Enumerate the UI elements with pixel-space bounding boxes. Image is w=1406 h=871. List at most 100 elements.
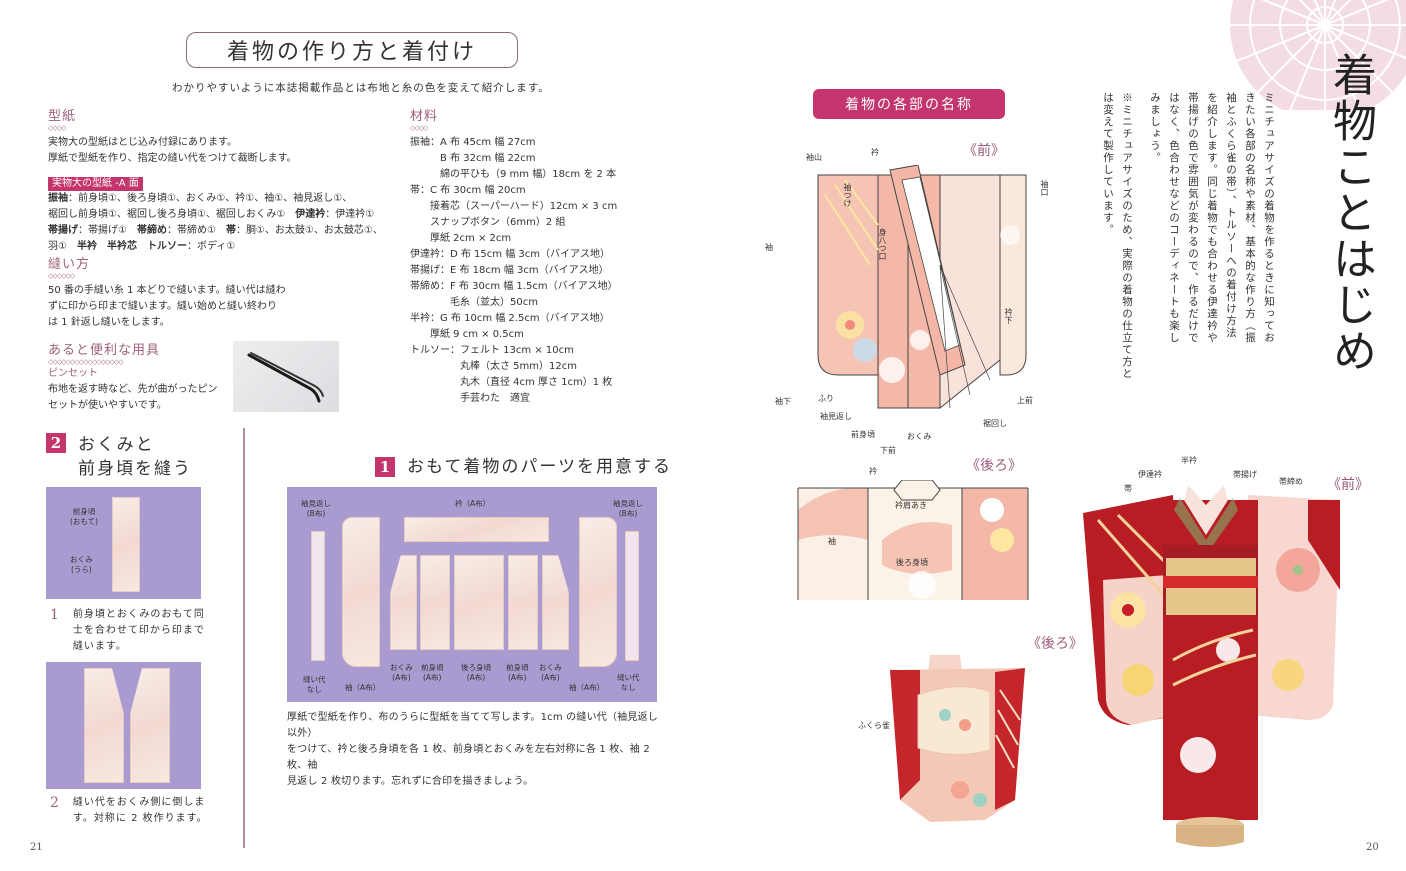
- fabric-sode-mikaeshi-right: [625, 531, 639, 661]
- diamond-ornament-icon: ◇◇◇◇◇◇◇◇◇◇◇◇◇◇◇◇◇: [48, 358, 124, 366]
- label-sode: 袖: [828, 537, 836, 546]
- label-furi: ふり: [818, 394, 834, 403]
- label-shitamae: 下前: [880, 446, 896, 455]
- photo-back-view-label: 《後ろ》: [1027, 636, 1083, 652]
- label-erishita: 衿下: [1004, 308, 1013, 324]
- step2-sub1: 1 前身頃とおくみのおもて同 士を合わせて印から印まで 縫います。: [50, 607, 205, 655]
- sub-step-index: 1: [50, 607, 59, 623]
- label-sodetsuke: 袖つけ: [843, 183, 852, 207]
- materials-section: 材料 ◇◇◇◇ 振袖：A 布 45cm 幅 27cm B 布 32cm 幅 22…: [410, 105, 660, 407]
- fabric-okumi-right: [542, 555, 569, 650]
- pattern-parts-list: 振袖：前身頃①、後ろ身頃①、おくみ①、衿①、袖①、袖見返し①、 裾回し前身頃①、…: [48, 193, 383, 252]
- label-sode-mikaeshi: 袖見返し (B布): [613, 499, 643, 518]
- label-date-eri: 伊達衿: [1138, 470, 1162, 479]
- page-number-right: 20: [1366, 842, 1379, 853]
- pattern-line-2: 厚紙で型紙を作り、指定の縫い代をつけて裁断します。: [48, 153, 297, 164]
- label-okumi: おくみ (A布): [539, 663, 562, 682]
- label-sode: 袖: [765, 243, 773, 252]
- sewing-line: ずに印から印まで縫います。縫い始めと縫い終わり: [48, 301, 277, 312]
- label-okumi: おくみ (A布): [390, 663, 413, 682]
- label-susomawashi: 裾回し: [983, 419, 1007, 428]
- label-sodemikaeshi: 袖見返し: [820, 412, 852, 421]
- sewing-line: は 1 針返し縫いをします。: [48, 317, 170, 328]
- page-subtitle: わかりやすいように本誌掲載作品とは布地と糸の色を変えて紹介します。: [172, 82, 550, 94]
- page-number-left: 21: [30, 842, 43, 853]
- fabric-piece: [84, 668, 124, 783]
- pattern-heading: 型紙: [48, 109, 77, 124]
- fabric-sode-mikaeshi-left: [311, 531, 325, 661]
- sewing-heading: 縫い方: [48, 257, 91, 272]
- step1-description: 厚紙で型紙を作り、布のうらに型紙を当てて写します。1cm の縫い代（袖見返し以外…: [287, 712, 658, 787]
- fabric-piece: [112, 497, 140, 592]
- tweezers-photo: [233, 341, 339, 412]
- label-maemigoro: 前身頃: [851, 430, 875, 439]
- parts-names-badge: 着物の各部の名称: [813, 89, 1005, 119]
- label-ushiromigoro: 後ろ身頃 (A布): [461, 663, 491, 682]
- front-view-label: 《前》: [963, 143, 1005, 159]
- kimono-back-diagram: [797, 480, 1029, 600]
- step2-photo-1: 前身頃 (おもて) おくみ (うら): [46, 487, 201, 599]
- tweezers-icon: [247, 352, 324, 403]
- label-okumi: おくみ: [907, 432, 932, 441]
- label-maemigoro: 前身頃 (おもて): [70, 507, 99, 526]
- sewing-section: 縫い方 ◇◇◇◇◇◇ 50 番の手縫い糸 1 本どりで縫います。縫い代は縫わ ず…: [48, 253, 308, 331]
- label-fukura-suzume: ふくら雀: [858, 721, 890, 730]
- label-sode-mikaeshi: 袖見返し (B布): [301, 499, 331, 518]
- label-han-eri: 半衿: [1181, 456, 1197, 465]
- step2-photo-2: [46, 662, 201, 789]
- step1-header: 1 おもて着物のパーツを用意する: [375, 455, 672, 479]
- fabric-piece: [130, 668, 170, 783]
- kimono-front-photo: [1083, 485, 1340, 847]
- label-ushiromigoro: 後ろ身頃: [896, 558, 928, 567]
- label-sode: 袖（A布）: [345, 683, 381, 692]
- step1-parts-photo: 袖見返し (B布) 衿（A布） 袖見返し (B布) 縫い代 なし 袖（A布） お…: [287, 487, 657, 702]
- kimono-back-photo: [890, 655, 1025, 822]
- sewing-line: 50 番の手縫い糸 1 本どりで縫います。縫い代は縫わ: [48, 285, 286, 296]
- fabric-sode-left: [342, 517, 380, 667]
- note-text: ※ミニチュアサイズのため、実際の着物の仕立て方と は変えて製作しています。: [1102, 92, 1133, 380]
- fabric-okumi-left: [390, 555, 417, 650]
- kimono-front-diagram: [817, 165, 1027, 410]
- photo-front-view-label: 《前》: [1327, 477, 1369, 493]
- label-obiage: 帯揚げ: [1233, 470, 1257, 479]
- step1-title: おもて着物のパーツを用意する: [407, 457, 672, 477]
- page-title: 着物の作り方と着付け: [226, 40, 477, 65]
- label-sodeyama: 袖山: [806, 153, 822, 162]
- tools-heading: あると便利な用具: [48, 343, 161, 358]
- label-maemigoro: 前身頃 (A布): [421, 663, 444, 682]
- label-uwamae: 上前: [1017, 396, 1033, 405]
- step-number-badge: 2: [46, 433, 66, 453]
- label-obijime: 帯締め: [1279, 477, 1303, 486]
- label-okumi: おくみ (うら): [70, 555, 93, 574]
- label-eri: 衿（A布）: [455, 499, 491, 508]
- label-sodeguchi: 袖口: [1040, 180, 1049, 196]
- label-eri: 衿: [871, 148, 879, 157]
- tool-desc: セットが使いやすいです。: [48, 400, 167, 411]
- fabric-ushiromigoro: [454, 555, 504, 650]
- step-number-badge: 1: [375, 457, 395, 477]
- pattern-line-1: 実物大の型紙はとじ込み付録にあります。: [48, 137, 237, 148]
- label-obi: 帯: [1124, 484, 1132, 493]
- pattern-sheet-tag: 実物大の型紙 -A 面: [48, 177, 143, 191]
- label-sodeshita: 袖下: [775, 397, 791, 406]
- tool-desc: 布地を返す時など、先が曲がったピン: [48, 384, 218, 395]
- label-nuishiro-nashi: 縫い代 なし: [303, 675, 326, 694]
- step2-title: おくみと: [78, 435, 155, 455]
- right-page-title: 着物ことはじめ: [1325, 52, 1376, 374]
- tools-section: あると便利な用具 ◇◇◇◇◇◇◇◇◇◇◇◇◇◇◇◇◇ ピンセット 布地を返す時な…: [48, 339, 228, 414]
- step2-header: 2 おくみと 前身頃を縫う: [46, 433, 192, 481]
- chrysanthemum-decoration-icon: [1230, 0, 1406, 110]
- sub-step-index: 2: [50, 795, 59, 811]
- step2-sub2: 2 縫い代をおくみ側に倒しま す。対称に 2 枚作ります。: [50, 795, 220, 827]
- diamond-ornament-icon: ◇◇◇◇: [410, 124, 429, 132]
- intro-text: ミニチュアサイズの着物を作るときに知ってお きたい各部の名称や素材、基本的な作り…: [1149, 92, 1275, 344]
- diamond-ornament-icon: ◇◇◇◇◇◇: [48, 272, 75, 280]
- fabric-maemigoro-right: [508, 555, 538, 650]
- fabric-eri: [404, 517, 549, 542]
- back-view-label: 《後ろ》: [966, 458, 1022, 474]
- materials-list: 振袖：A 布 45cm 幅 27cm B 布 32cm 幅 22cm 綿の平ひも…: [410, 137, 618, 404]
- label-nuishiro-nashi: 縫い代 なし: [617, 673, 640, 692]
- tool-name: ピンセット: [48, 368, 98, 379]
- fabric-maemigoro-left: [420, 555, 450, 650]
- label-eri: 衿: [869, 467, 877, 476]
